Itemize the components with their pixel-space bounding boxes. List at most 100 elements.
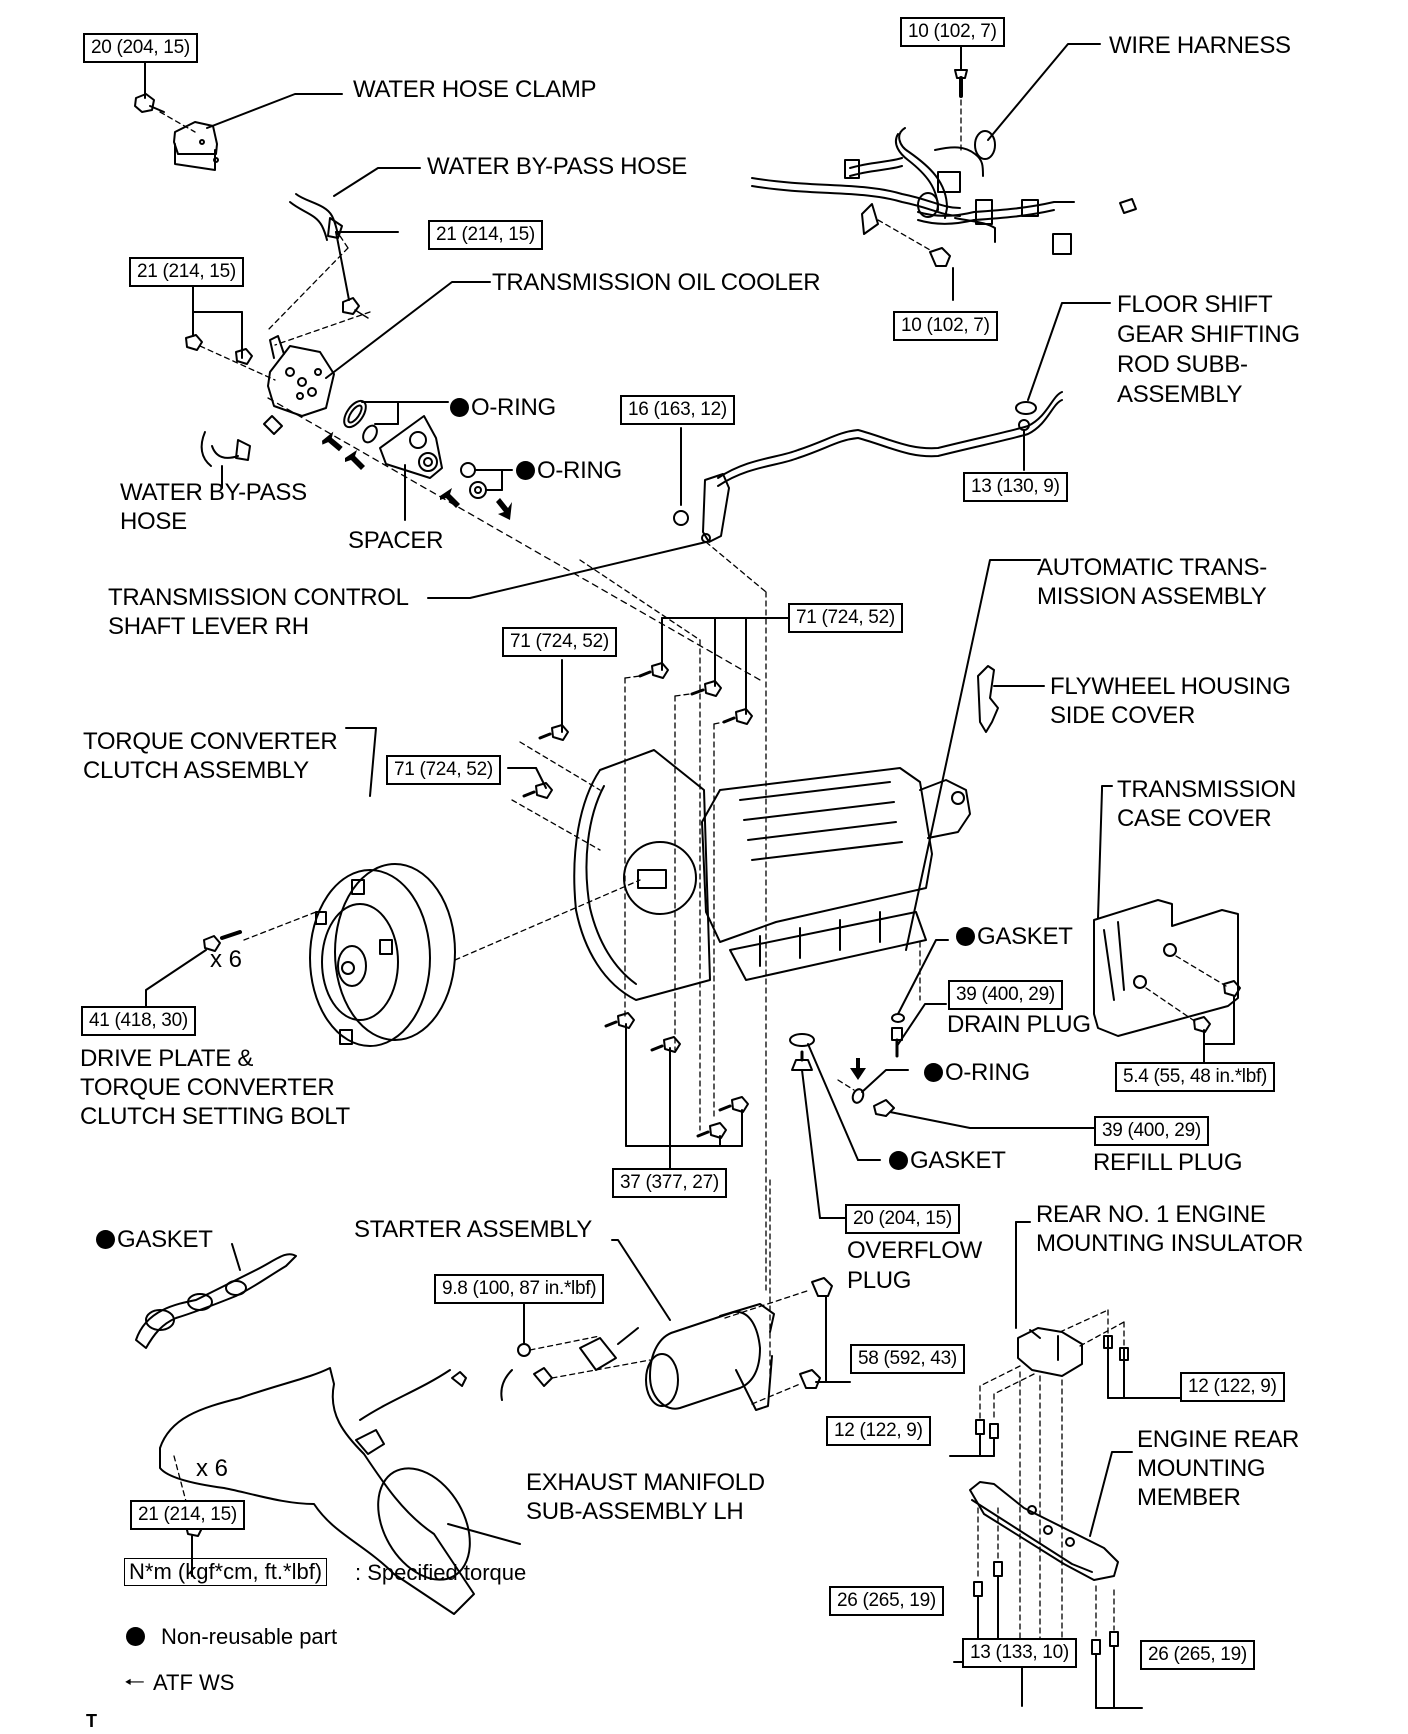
label-flywheel-cover-2: SIDE COVER <box>1050 702 1196 729</box>
torque-case-cover-bolt: 5.4 (55, 48 in.*lbf) <box>1115 1062 1275 1092</box>
non-reusable-dot-icon <box>924 1063 943 1082</box>
label-torque-converter-1: TORQUE CONVERTER <box>83 728 338 755</box>
overflow-refill-plug-drawing <box>789 1033 1099 1219</box>
torque-shift-rod-nut: 13 (130, 9) <box>963 472 1068 502</box>
label-flywheel-cover-1: FLYWHEEL HOUSING <box>1050 673 1291 700</box>
torque-member-bolt-right: 26 (265, 19) <box>1140 1640 1255 1670</box>
legend-torque-desc: : Specified torque <box>355 1560 527 1585</box>
torque-oil-cooler-bolt-left: 21 (214, 15) <box>129 257 244 287</box>
torque-converter-drawing <box>145 727 641 1047</box>
label-engine-rear-member-1: ENGINE REAR <box>1137 1426 1300 1453</box>
torque-trans-bolt-group-lower: 37 (377, 27) <box>612 1168 727 1198</box>
oil-cooler-bolts-drawing <box>185 231 399 381</box>
quantity-exhaust-nut: x 6 <box>196 1455 229 1482</box>
label-gasket-drain: GASKET <box>956 922 1073 951</box>
label-torque-converter-2: CLUTCH ASSEMBLY <box>83 757 309 784</box>
label-drive-plate-bolt-1: DRIVE PLATE & <box>80 1045 254 1072</box>
label-o-ring-2: O-RING <box>516 456 622 485</box>
legend-torque-unit-box: N*m (kgf*cm, ft.*lbf) <box>124 1558 328 1586</box>
label-drive-plate-bolt-3: CLUTCH SETTING BOLT <box>80 1103 350 1130</box>
legend-atf-ws: 🠐ATF WS <box>124 1669 235 1696</box>
quantity-drive-plate-bolt: x 6 <box>210 946 243 973</box>
torque-trans-bolt-group-upper: 71 (724, 52) <box>788 603 903 633</box>
starter-drawing <box>500 1179 851 1411</box>
label-water-bypass-hose-left-1: WATER BY-PASS <box>120 479 307 506</box>
torque-drain-plug: 39 (400, 29) <box>948 980 1063 1010</box>
water-bypass-hose-top-drawing <box>267 167 421 331</box>
label-auto-trans-1: AUTOMATIC TRANS- <box>1037 554 1267 581</box>
non-reusable-dot-icon <box>889 1151 908 1170</box>
label-transmission-oil-cooler: TRANSMISSION OIL COOLER <box>492 269 821 296</box>
label-o-ring-1: O-RING <box>450 393 556 422</box>
label-water-bypass-hose-top: WATER BY-PASS HOSE <box>427 153 687 180</box>
wire-harness-drawing <box>751 43 1137 301</box>
automatic-transmission-drawing <box>573 559 1041 1001</box>
label-overflow-plug-2: PLUG <box>847 1267 912 1294</box>
torque-insulator-bolt-right: 12 (122, 9) <box>1180 1372 1285 1402</box>
label-rear-insulator-2: MOUNTING INSULATOR <box>1036 1230 1304 1257</box>
label-starter-assembly: STARTER ASSEMBLY <box>354 1216 592 1243</box>
torque-control-lever-nut: 16 (163, 12) <box>620 395 735 425</box>
label-floor-shift-2: GEAR SHIFTING <box>1117 321 1300 348</box>
label-engine-rear-member-2: MOUNTING <box>1137 1455 1266 1482</box>
atf-ws-arrows <box>322 431 512 520</box>
label-exhaust-manifold-1: EXHAUST MANIFOLD <box>526 1469 765 1496</box>
non-reusable-dot-icon <box>956 927 975 946</box>
non-reusable-dot-icon <box>450 398 469 417</box>
label-drain-plug: DRAIN PLUG <box>947 1011 1091 1038</box>
floor-shift-rod-drawing <box>427 302 1111 1291</box>
transmission-oil-cooler-drawing <box>200 281 761 681</box>
trans-case-cover-drawing <box>1093 785 1241 1067</box>
non-reusable-dot-icon <box>516 461 535 480</box>
label-trans-control-lever-1: TRANSMISSION CONTROL <box>108 584 409 611</box>
label-auto-trans-2: MISSION ASSEMBLY <box>1037 583 1267 610</box>
torque-starter-bolt: 58 (592, 43) <box>850 1344 965 1374</box>
torque-water-hose-clamp-bolt: 20 (204, 15) <box>83 33 198 63</box>
torque-drive-plate-bolt: 41 (418, 30) <box>81 1006 196 1036</box>
transmission-lower-bolts-drawing <box>604 1012 749 1177</box>
label-water-bypass-hose-left-2: HOSE <box>120 508 187 535</box>
label-refill-plug: REFILL PLUG <box>1093 1149 1243 1176</box>
label-gasket-exhaust: GASKET <box>96 1225 213 1254</box>
exhaust-manifold-drawing <box>135 1243 521 1615</box>
label-engine-rear-member-3: MEMBER <box>1137 1484 1241 1511</box>
label-gasket-overflow: GASKET <box>889 1146 1006 1175</box>
torque-overflow-plug: 20 (204, 15) <box>845 1204 960 1234</box>
label-drive-plate-bolt-2: TORQUE CONVERTER <box>80 1074 335 1101</box>
water-hose-clamp-drawing <box>134 60 343 171</box>
torque-trans-bolt-single-left: 71 (724, 52) <box>386 755 501 785</box>
torque-insulator-bolt-left: 12 (122, 9) <box>826 1416 931 1446</box>
torque-oil-cooler-bolt-upper: 21 (214, 15) <box>428 220 543 250</box>
diagram-marker: T <box>86 1711 97 1731</box>
label-o-ring-refill: O-RING <box>924 1058 1030 1087</box>
torque-starter-terminal-nut: 9.8 (100, 87 in.*lbf) <box>434 1274 605 1304</box>
torque-member-nut-center: 13 (133, 10) <box>962 1638 1077 1668</box>
torque-harness-bolt-bottom: 10 (102, 7) <box>893 311 998 341</box>
o-rings-spacer-drawing <box>343 399 513 521</box>
label-trans-control-lever-2: SHAFT LEVER RH <box>108 613 309 640</box>
label-trans-case-cover-2: CASE COVER <box>1117 805 1272 832</box>
drain-plug-drawing <box>891 939 949 1058</box>
non-reusable-dot-icon <box>96 1230 115 1249</box>
label-wire-harness: WIRE HARNESS <box>1109 32 1291 59</box>
refill-oring-arrow <box>850 1058 866 1080</box>
torque-member-bolt-left: 26 (265, 19) <box>829 1586 944 1616</box>
atf-arrow-icon: 🠐 <box>124 1669 145 1696</box>
legend-non-reusable: Non-reusable part <box>126 1624 337 1650</box>
torque-trans-bolt-single-upper: 71 (724, 52) <box>502 627 617 657</box>
label-spacer: SPACER <box>348 527 444 554</box>
label-floor-shift-3: ROD SUBB- <box>1117 351 1248 378</box>
label-overflow-plug-1: OVERFLOW <box>847 1237 982 1264</box>
label-floor-shift-4: ASSEMBLY <box>1117 381 1243 408</box>
non-reusable-dot-icon <box>126 1627 145 1646</box>
torque-exhaust-nut: 21 (214, 15) <box>130 1500 245 1530</box>
label-floor-shift-1: FLOOR SHIFT <box>1117 291 1273 318</box>
label-rear-insulator-1: REAR NO. 1 ENGINE <box>1036 1201 1266 1228</box>
label-exhaust-manifold-2: SUB-ASSEMBLY LH <box>526 1498 744 1525</box>
torque-refill-plug: 39 (400, 29) <box>1094 1116 1209 1146</box>
label-water-hose-clamp: WATER HOSE CLAMP <box>353 76 597 103</box>
transmission-upper-bolts-drawing <box>507 559 795 1131</box>
flywheel-cover-drawing <box>977 665 1045 733</box>
